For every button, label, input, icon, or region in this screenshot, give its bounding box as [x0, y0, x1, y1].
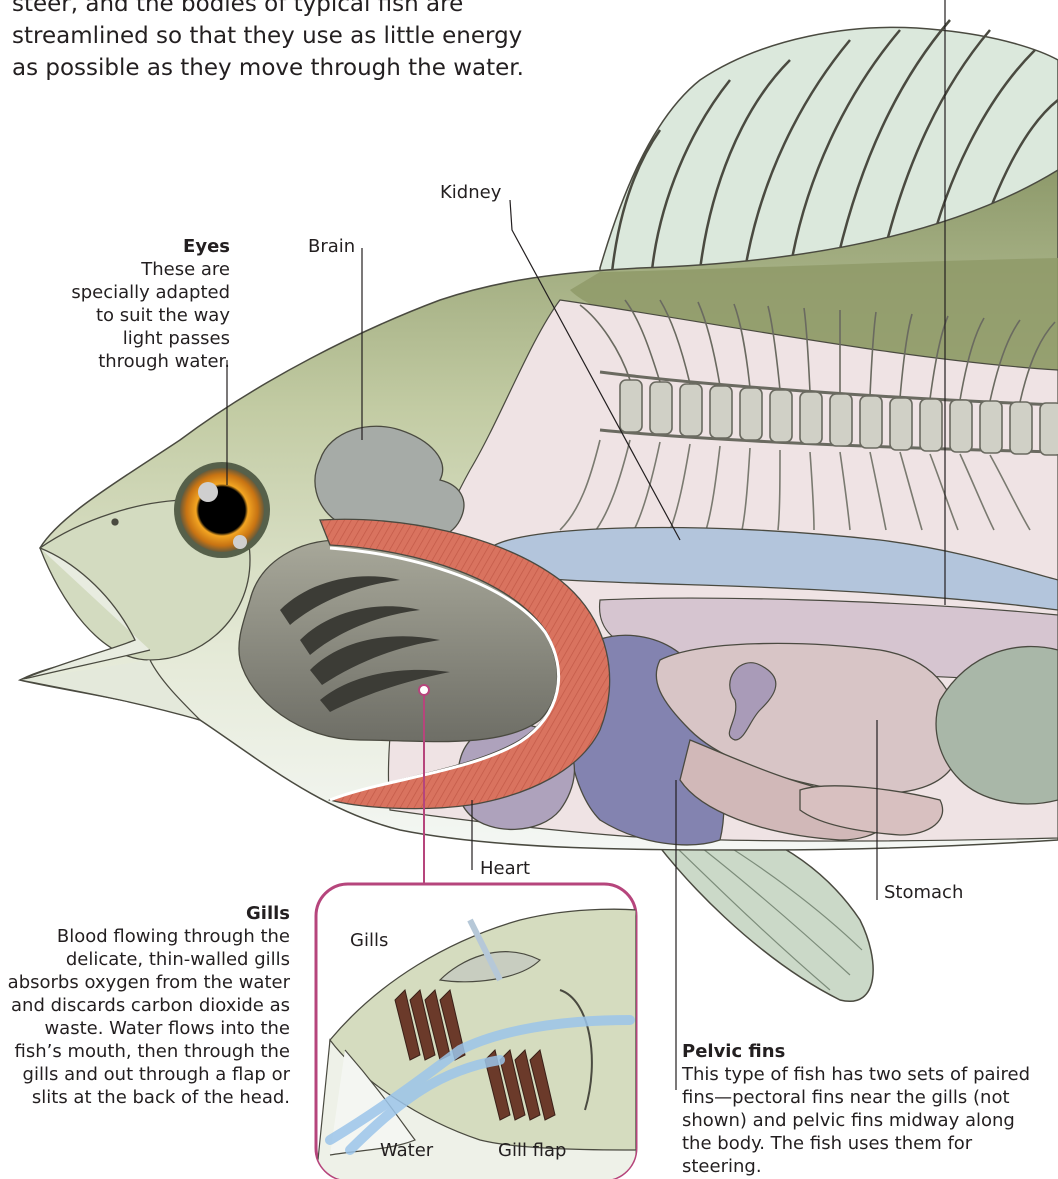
gills-title: Gills: [6, 902, 290, 925]
pelvic-title: Pelvic fins: [682, 1040, 1050, 1063]
brain-label: Brain: [308, 236, 355, 258]
pelvic-body: This type of fish has two sets of paired…: [682, 1064, 1030, 1177]
inset-gill-flap-label: Gill flap: [498, 1140, 566, 1162]
eyes-body: These are specially adapted to suit the …: [71, 259, 230, 372]
gills-inset: [316, 884, 636, 1179]
eyes-annotation: Eyes These are specially adapted to suit…: [60, 235, 230, 373]
intro-text: steer, and the bodies of typical fish ar…: [12, 0, 552, 84]
heart-label: Heart: [480, 858, 530, 880]
eyes-title: Eyes: [60, 235, 230, 258]
pelvic-annotation: Pelvic fins This type of fish has two se…: [682, 1040, 1050, 1178]
gills-body: Blood flowing through the delicate, thin…: [8, 926, 290, 1108]
kidney-label: Kidney: [440, 182, 501, 204]
eye: [174, 462, 270, 558]
inset-gills-label: Gills: [350, 930, 388, 952]
gills-annotation: Gills Blood flowing through the delicate…: [6, 902, 290, 1109]
stomach-label: Stomach: [884, 882, 963, 904]
inset-water-label: Water: [380, 1140, 433, 1162]
